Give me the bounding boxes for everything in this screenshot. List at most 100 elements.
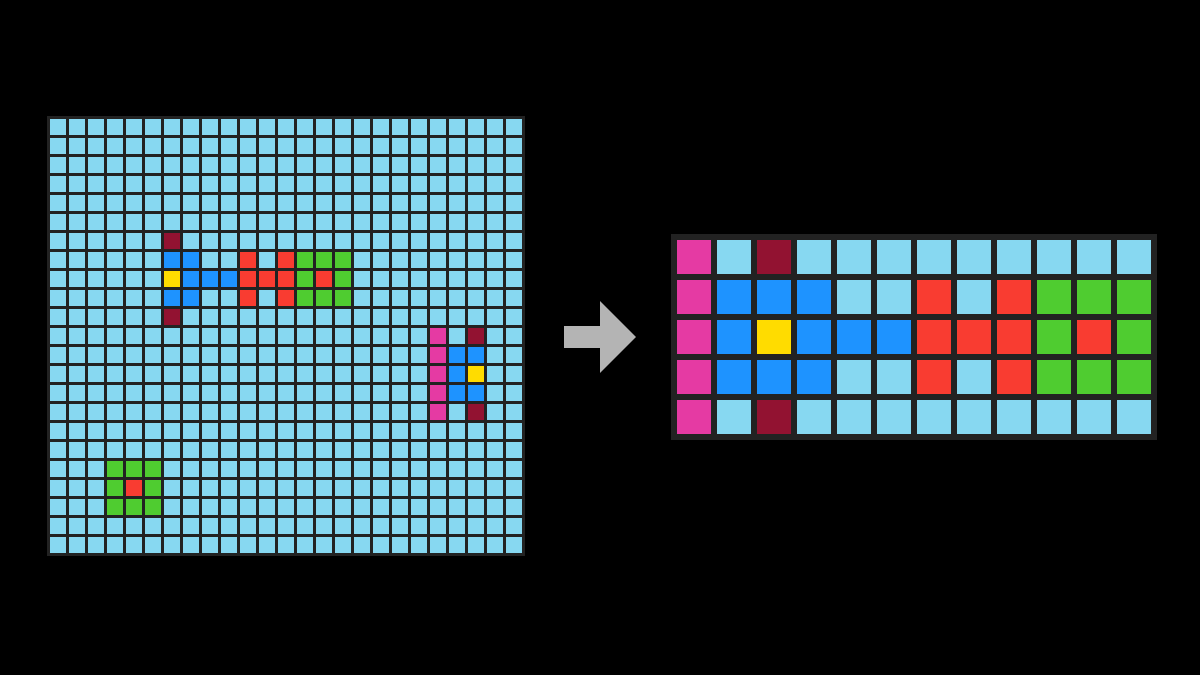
grid-cell — [354, 518, 370, 534]
grid-cell — [145, 537, 161, 553]
grid-cell — [392, 176, 408, 192]
grid-cell — [430, 461, 446, 477]
grid-cell — [468, 461, 484, 477]
grid-cell — [411, 290, 427, 306]
grid-cell — [468, 518, 484, 534]
grid-cell — [449, 119, 465, 135]
grid-cell — [259, 442, 275, 458]
grid-cell — [202, 537, 218, 553]
grid-cell — [468, 176, 484, 192]
grid-cell — [126, 157, 142, 173]
grid-cell — [183, 423, 199, 439]
grid-cell — [468, 309, 484, 325]
grid-cell — [145, 138, 161, 154]
grid-cell — [183, 366, 199, 382]
grid-cell — [107, 480, 123, 496]
grid-cell — [392, 233, 408, 249]
grid-cell — [430, 252, 446, 268]
grid-cell — [506, 176, 522, 192]
grid-cell — [278, 404, 294, 420]
grid-cell — [468, 252, 484, 268]
grid-cell — [837, 280, 871, 314]
grid-cell — [164, 157, 180, 173]
grid-cell — [202, 157, 218, 173]
grid-cell — [877, 400, 911, 434]
grid-cell — [240, 138, 256, 154]
grid-cell — [506, 537, 522, 553]
grid-cell — [259, 290, 275, 306]
grid-cell — [69, 480, 85, 496]
grid-cell — [278, 423, 294, 439]
grid-cell — [69, 309, 85, 325]
grid-cell — [240, 233, 256, 249]
grid-cell — [221, 328, 237, 344]
grid-cell — [757, 360, 791, 394]
grid-cell — [145, 461, 161, 477]
grid-cell — [487, 480, 503, 496]
grid-cell — [259, 385, 275, 401]
grid-cell — [487, 252, 503, 268]
grid-cell — [917, 400, 951, 434]
grid-cell — [354, 290, 370, 306]
grid-cell — [487, 347, 503, 363]
grid-cell — [430, 366, 446, 382]
grid-cell — [259, 138, 275, 154]
grid-cell — [50, 252, 66, 268]
grid-cell — [88, 442, 104, 458]
grid-cell — [240, 176, 256, 192]
grid-cell — [145, 195, 161, 211]
grid-cell — [107, 309, 123, 325]
grid-cell — [240, 328, 256, 344]
grid-cell — [240, 366, 256, 382]
grid-cell — [392, 461, 408, 477]
grid-cell — [69, 461, 85, 477]
grid-cell — [107, 423, 123, 439]
grid-cell — [88, 309, 104, 325]
grid-cell — [468, 480, 484, 496]
grid-cell — [164, 347, 180, 363]
grid-cell — [449, 214, 465, 230]
grid-cell — [354, 195, 370, 211]
grid-cell — [126, 480, 142, 496]
grid-cell — [278, 499, 294, 515]
grid-cell — [107, 252, 123, 268]
grid-cell — [316, 461, 332, 477]
grid-cell — [183, 309, 199, 325]
grid-cell — [354, 271, 370, 287]
grid-cell — [88, 518, 104, 534]
grid-cell — [468, 119, 484, 135]
grid-cell — [107, 347, 123, 363]
grid-cell — [145, 290, 161, 306]
grid-cell — [487, 461, 503, 477]
grid-cell — [221, 499, 237, 515]
grid-cell — [430, 537, 446, 553]
grid-cell — [164, 442, 180, 458]
grid-cell — [717, 280, 751, 314]
grid-cell — [69, 157, 85, 173]
grid-cell — [183, 404, 199, 420]
grid-cell — [392, 252, 408, 268]
grid-cell — [221, 195, 237, 211]
grid-cell — [69, 176, 85, 192]
grid-cell — [126, 347, 142, 363]
grid-cell — [145, 271, 161, 287]
grid-cell — [50, 366, 66, 382]
grid-cell — [411, 499, 427, 515]
grid-cell — [126, 442, 142, 458]
grid-cell — [877, 320, 911, 354]
grid-cell — [69, 328, 85, 344]
grid-cell — [126, 328, 142, 344]
grid-cell — [240, 461, 256, 477]
grid-cell — [487, 518, 503, 534]
grid-cell — [297, 195, 313, 211]
grid-cell — [1037, 240, 1071, 274]
grid-cell — [164, 271, 180, 287]
grid-cell — [430, 518, 446, 534]
grid-cell — [164, 290, 180, 306]
grid-cell — [392, 347, 408, 363]
grid-cell — [1117, 360, 1151, 394]
grid-cell — [69, 404, 85, 420]
grid-cell — [126, 119, 142, 135]
grid-cell — [837, 240, 871, 274]
grid-cell — [297, 328, 313, 344]
